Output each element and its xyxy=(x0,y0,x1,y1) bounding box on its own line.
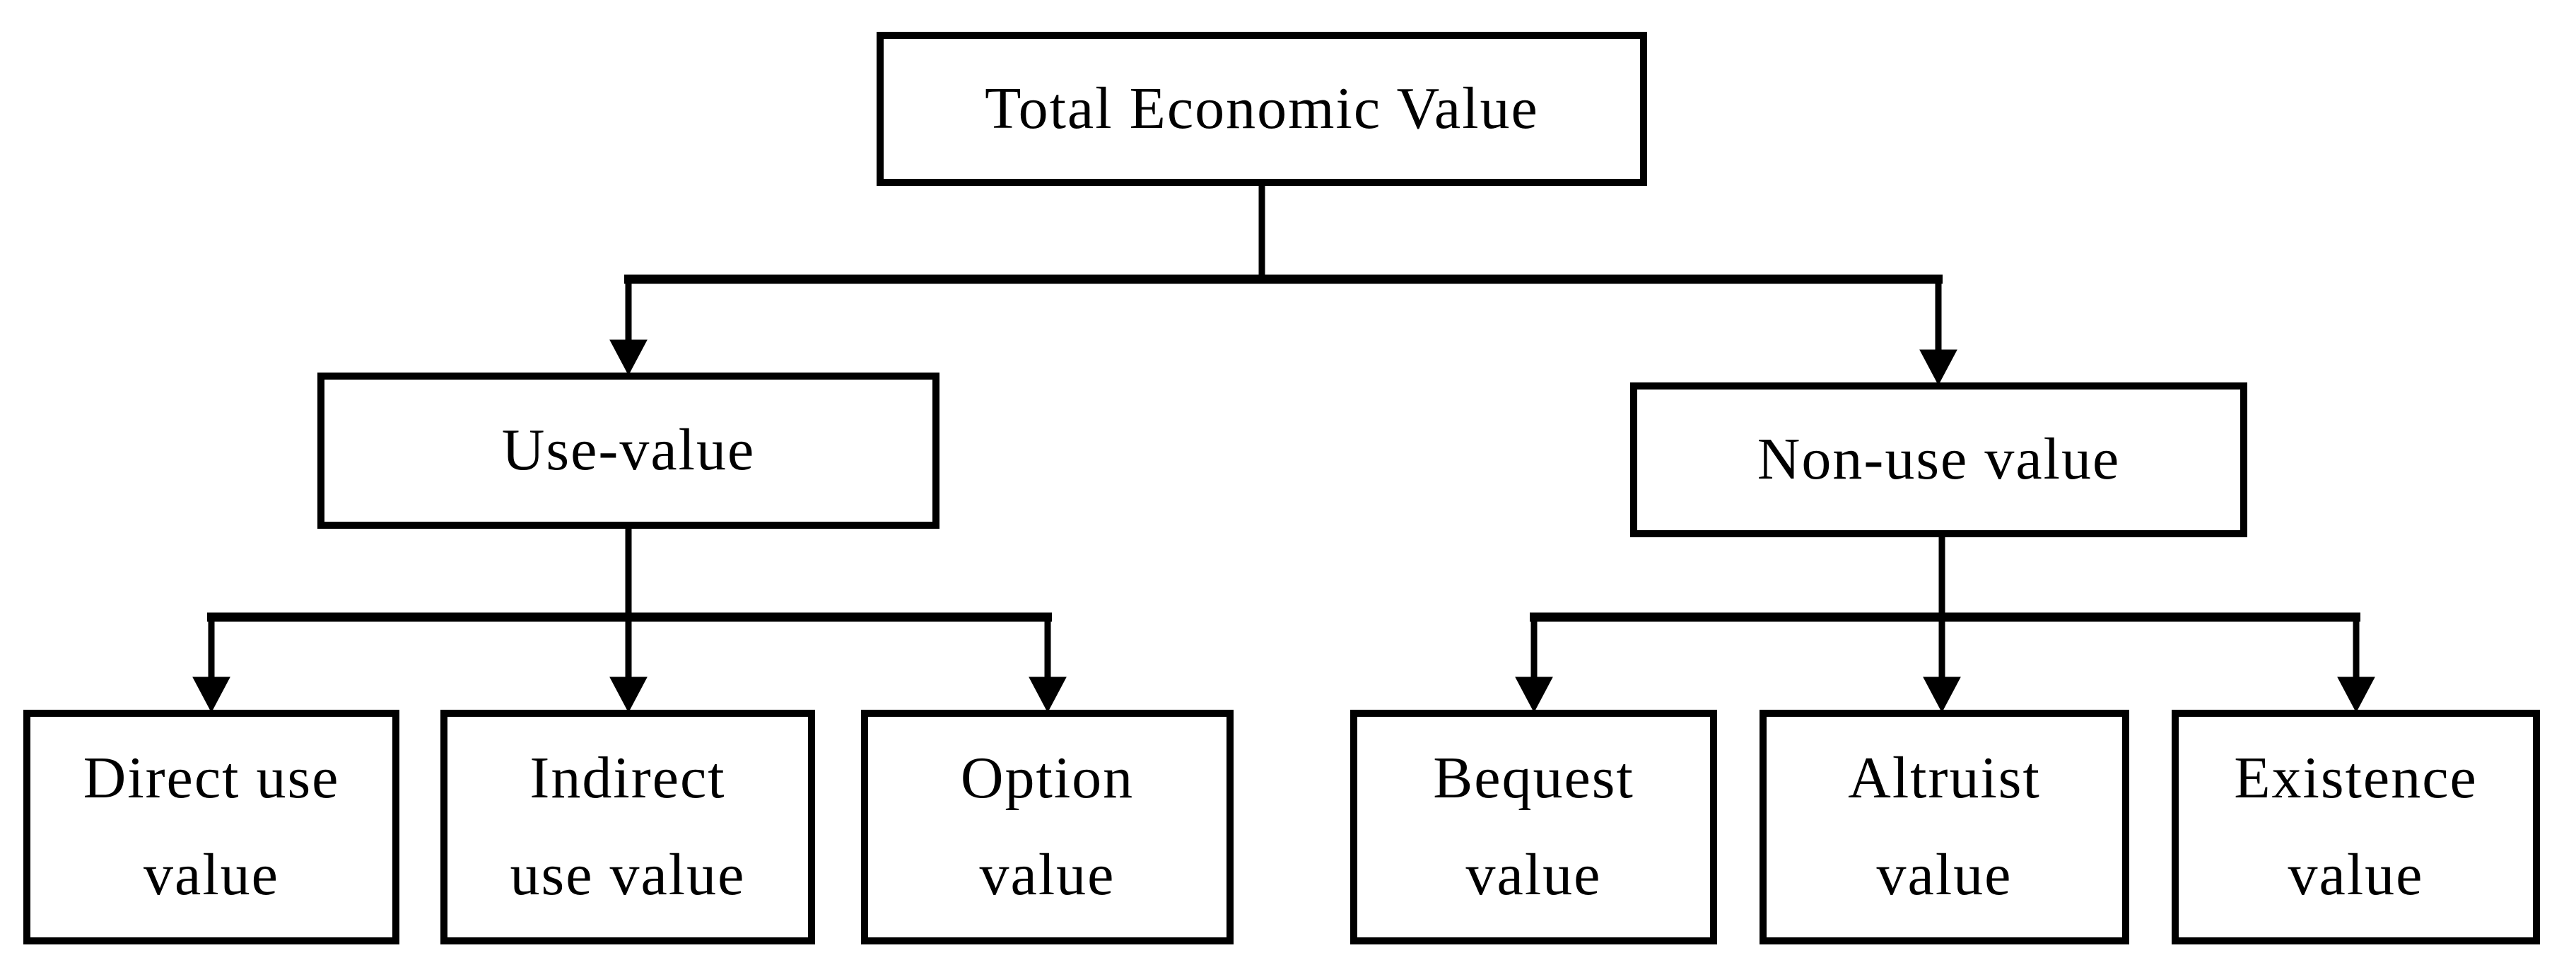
node-label-line: value xyxy=(2288,842,2424,908)
node-label-line: Option xyxy=(960,745,1135,812)
node-label-line: Direct use xyxy=(83,745,340,812)
arrow-down-icon xyxy=(1919,349,1957,386)
node-label-line: value xyxy=(1465,842,1602,908)
node-altruist-value: Altruist value xyxy=(1760,710,2129,944)
node-use-value: Use-value xyxy=(317,373,939,529)
arrow-down-icon xyxy=(2337,677,2375,713)
node-label: Use-value xyxy=(501,417,756,484)
node-label-line: Altruist xyxy=(1848,745,2041,812)
arrow-down-icon xyxy=(1923,677,1961,713)
node-label-line: Indirect xyxy=(529,745,726,812)
edge-nonuse-to-children xyxy=(1515,534,2375,713)
arrow-down-icon xyxy=(609,339,648,376)
node-bequest-value: Bequest value xyxy=(1350,710,1717,944)
arrow-down-icon xyxy=(1029,677,1067,713)
arrow-down-icon xyxy=(192,677,230,713)
edge-total-to-children xyxy=(609,182,1957,386)
node-label-line: value xyxy=(144,842,279,908)
node-label-line: Bequest xyxy=(1433,745,1634,812)
node-label-line: Existence xyxy=(2234,745,2478,812)
node-label-line: use value xyxy=(510,842,746,908)
node-non-use-value: Non-use value xyxy=(1630,382,2247,537)
node-label-line: value xyxy=(979,842,1116,908)
edge-use-to-children xyxy=(192,525,1067,713)
node-option-value: Option value xyxy=(861,710,1234,944)
arrow-down-icon xyxy=(609,677,648,713)
node-total-economic-value: Total Economic Value xyxy=(877,32,1647,186)
node-existence-value: Existence value xyxy=(2172,710,2540,944)
node-direct-use-value: Direct use value xyxy=(23,710,399,944)
node-indirect-use-value: Indirect use value xyxy=(440,710,815,944)
node-label-line: value xyxy=(1876,842,2013,908)
arrow-down-icon xyxy=(1515,677,1553,713)
node-label: Non-use value xyxy=(1757,426,2121,493)
node-label: Total Economic Value xyxy=(985,75,1539,141)
